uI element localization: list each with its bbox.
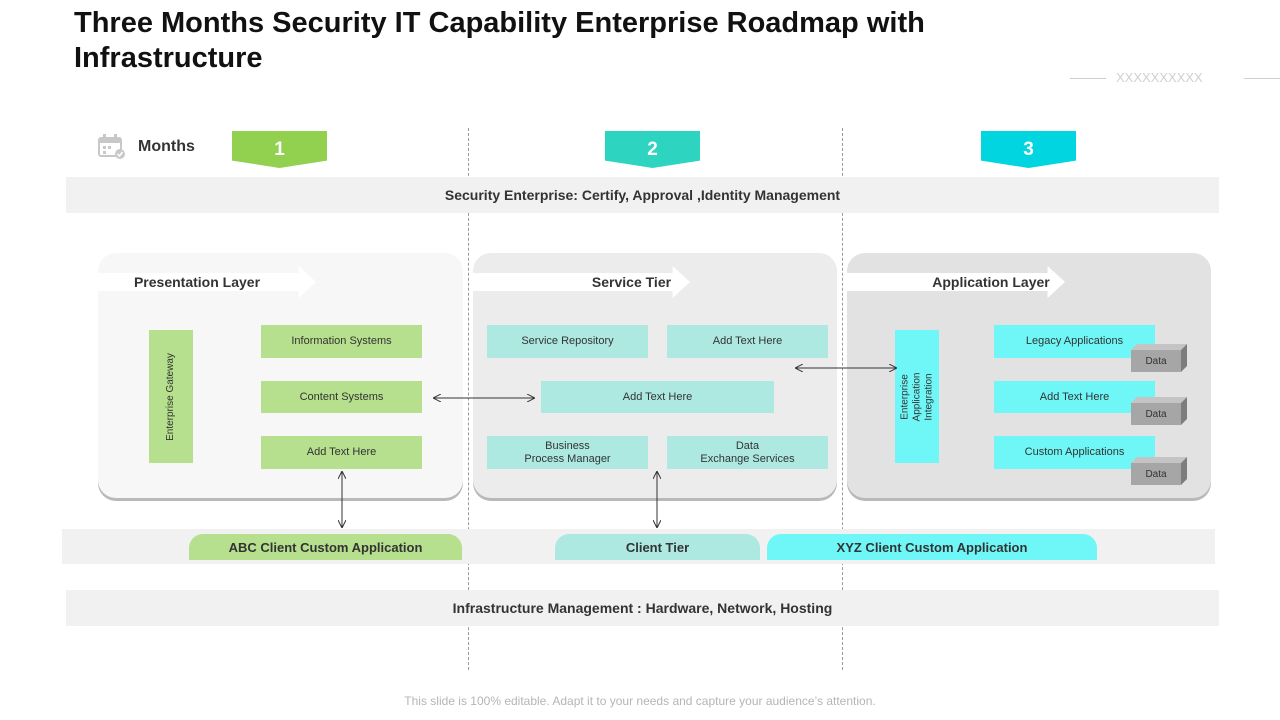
abc-client-tab: ABC Client Custom Application (189, 534, 462, 560)
infrastructure-band: Infrastructure Management : Hardware, Ne… (66, 590, 1219, 626)
business-process-manager-box: Business Process Manager (487, 436, 648, 469)
month-badge-2: 2 (605, 131, 700, 168)
decoration-text: XXXXXXXXXX (1116, 70, 1203, 85)
data-cube-2: Data (1131, 397, 1187, 425)
xyz-client-tab: XYZ Client Custom Application (767, 534, 1097, 560)
legacy-applications-box: Legacy Applications (994, 325, 1155, 358)
enterprise-gateway: Enterprise Gateway (149, 330, 193, 463)
application-add-text-box: Add Text Here (994, 381, 1155, 413)
enterprise-application-integration-label: Enterprise Application Integration (899, 372, 935, 421)
client-tier-tab: Client Tier (555, 534, 760, 560)
content-systems-box: Content Systems (261, 381, 422, 413)
presentation-add-text-box: Add Text Here (261, 436, 422, 469)
calendar-icon (98, 134, 126, 160)
enterprise-application-integration: Enterprise Application Integration (895, 330, 939, 463)
month-badge-1: 1 (232, 131, 327, 168)
decoration-line-right (1244, 78, 1280, 79)
data-cube-3-label: Data (1145, 468, 1167, 480)
decoration-line-left (1070, 78, 1106, 79)
month-divider-2 (842, 128, 843, 670)
service-add-text-middle-box: Add Text Here (541, 381, 774, 413)
enterprise-gateway-label: Enterprise Gateway (165, 352, 177, 441)
information-systems-box: Information Systems (261, 325, 422, 358)
footer-note: This slide is 100% editable. Adapt it to… (404, 694, 876, 708)
data-cube-1: Data (1131, 344, 1187, 372)
service-repository-box: Service Repository (487, 325, 648, 358)
custom-applications-box: Custom Applications (994, 436, 1155, 469)
data-exchange-services-box: Data Exchange Services (667, 436, 828, 469)
security-band: Security Enterprise: Certify, Approval ,… (66, 177, 1219, 213)
slide-title: Three Months Security IT Capability Ente… (74, 7, 925, 74)
months-label: Months (138, 138, 195, 155)
data-cube-2-label: Data (1145, 408, 1167, 420)
data-cube-1-label: Data (1145, 355, 1167, 367)
service-add-text-top-box: Add Text Here (667, 325, 828, 358)
data-cube-3: Data (1131, 457, 1187, 485)
month-badge-3: 3 (981, 131, 1076, 168)
